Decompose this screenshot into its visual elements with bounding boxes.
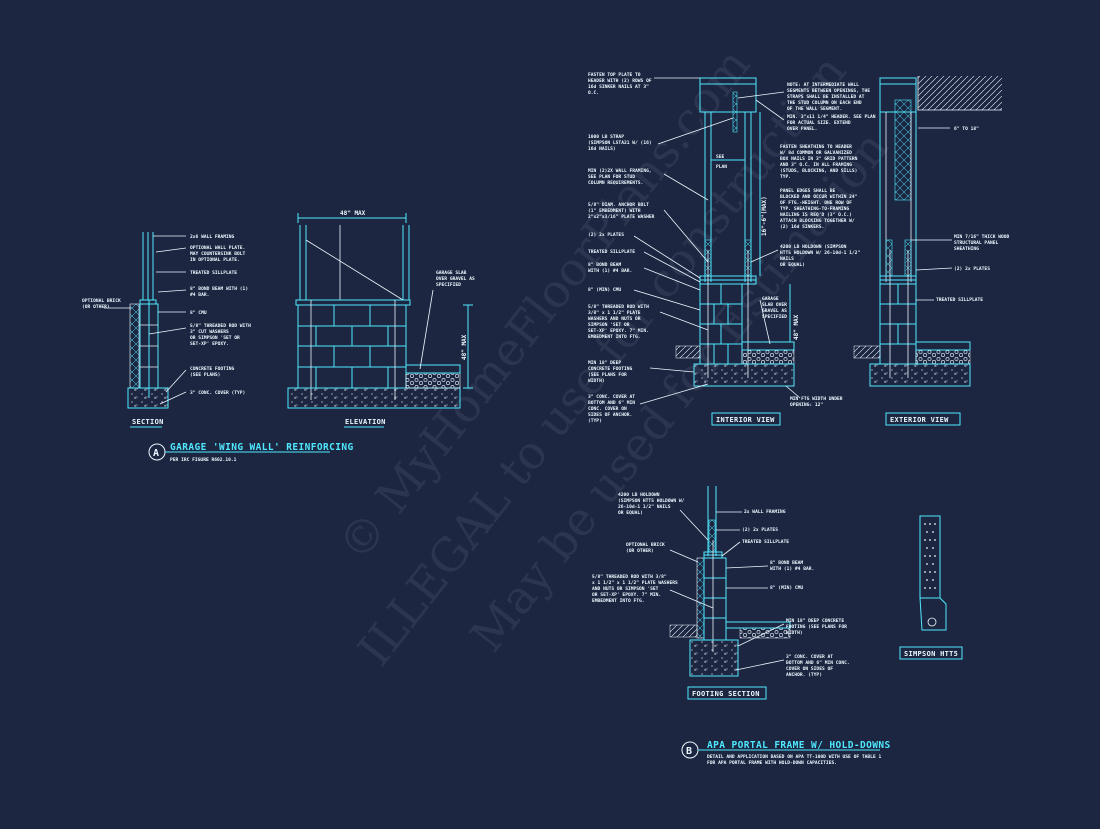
note-framing: MIN (2)2X WALL FRAMING,SEE PLAN FOR STUD… bbox=[588, 168, 652, 186]
ext-dim: 6" TO 18" bbox=[954, 126, 979, 132]
detail-a-section: SECTION bbox=[127, 232, 169, 428]
b-note-rod: 5/8" THREADED ROD WITH 3/8"x 1 1/2" x 1 … bbox=[592, 574, 678, 604]
note-a-footing: CONCRETE FOOTING(SEE PLANS) bbox=[190, 366, 234, 378]
simpson-label: SIMPSON HTT5 bbox=[904, 650, 958, 658]
height-dim: 16"-6"(MAX) bbox=[761, 196, 768, 236]
note-strap: 1000 LB STRAP(SIMPSON LSTA21 W/ (16)16d … bbox=[588, 134, 652, 152]
note-a-optional-brick: OPTIONAL BRICK(OR OTHER) bbox=[82, 298, 121, 310]
b-note-framing: 2x WALL FRAMING bbox=[744, 509, 786, 515]
detail-b-marker: B bbox=[686, 746, 692, 757]
detail-a-title: GARAGE 'WING WALL' REINFORCING bbox=[170, 442, 354, 453]
slab-dim: 48" MAX bbox=[793, 314, 800, 340]
detail-a-subtitle: PER IRC FIGURE R602.10.1 bbox=[170, 457, 237, 463]
footing-section: FOOTING SECTION bbox=[669, 486, 791, 700]
simpson-htt5: SIMPSON HTT5 bbox=[899, 515, 963, 660]
note-a-optional-plate: OPTIONAL WALL PLATE.MAY COUNTERSINK BOLT… bbox=[190, 245, 246, 263]
note-sill: TREATED SILLPLATE bbox=[588, 249, 635, 255]
note-a-cover: 3" CONC. COVER (TYP) bbox=[190, 390, 245, 396]
b-note-brick: OPTIONAL BRICK(OR OTHER) bbox=[626, 542, 665, 554]
interior-view-label: INTERIOR VIEW bbox=[716, 416, 775, 424]
note-cmu: 8" (MIN) CMU bbox=[588, 287, 621, 293]
b-note-sill: TREATED SILLPLATE bbox=[742, 539, 789, 545]
b-note-holdown: 4200 LB HOLDOWN(SIMPSON HTT5 HOLDOWN W/2… bbox=[618, 492, 685, 516]
note-plates: (2) 2x PLATES bbox=[588, 232, 624, 238]
detail-b-title-block: B APA PORTAL FRAME W/ HOLD-DOWNS DETAIL … bbox=[681, 740, 891, 766]
detail-a-notes: 2x6 WALL FRAMING OPTIONAL WALL PLATE.MAY… bbox=[82, 234, 475, 405]
max-width-dim: 48" MAX bbox=[340, 210, 366, 217]
note-a-wall-framing: 2x6 WALL FRAMING bbox=[190, 234, 234, 240]
note-a-bond-beam: 8" BOND BEAM WITH (1)#4 BAR. bbox=[190, 286, 248, 298]
watermark-line-1: © MyHomeFloorPlans.com bbox=[327, 38, 760, 571]
footing-notes: 4200 LB HOLDOWN(SIMPSON HTT5 HOLDOWN W/2… bbox=[592, 492, 850, 678]
b-note-cmu: 8" (MIN) CMU bbox=[770, 585, 803, 591]
detail-a-title-block: A GARAGE 'WING WALL' REINFORCING PER IRC… bbox=[148, 442, 354, 463]
detail-b-title: APA PORTAL FRAME W/ HOLD-DOWNS bbox=[707, 740, 891, 751]
note-a-sillplate: TREATED SILLPLATE bbox=[190, 270, 237, 276]
elevation-label: ELEVATION bbox=[345, 418, 386, 426]
max-height-dim: 48" MAX bbox=[461, 334, 468, 360]
note-anchor: 5/8" DIAM. ANCHOR BOLT(1" EMBEDMENT) WIT… bbox=[588, 202, 655, 220]
exterior-view-label: EXTERIOR VIEW bbox=[890, 416, 949, 424]
detail-a-elevation: 48" MAX 48" MAX ELEVATION bbox=[287, 210, 473, 428]
section-label: SECTION bbox=[132, 418, 164, 426]
footing-section-label: FOOTING SECTION bbox=[692, 690, 760, 698]
b-note-plates: (2) 2x PLATES bbox=[742, 527, 778, 533]
ext-plates: (2) 2x PLATES bbox=[954, 266, 990, 272]
note-a-cmu: 8" CMU bbox=[190, 310, 207, 316]
detail-b-subtitle: DETAIL AND APPLICATION BASED ON APA TT-1… bbox=[707, 754, 881, 766]
ext-sill: TREATED SILLPLATE bbox=[936, 297, 983, 303]
detail-a-marker: A bbox=[153, 448, 159, 459]
